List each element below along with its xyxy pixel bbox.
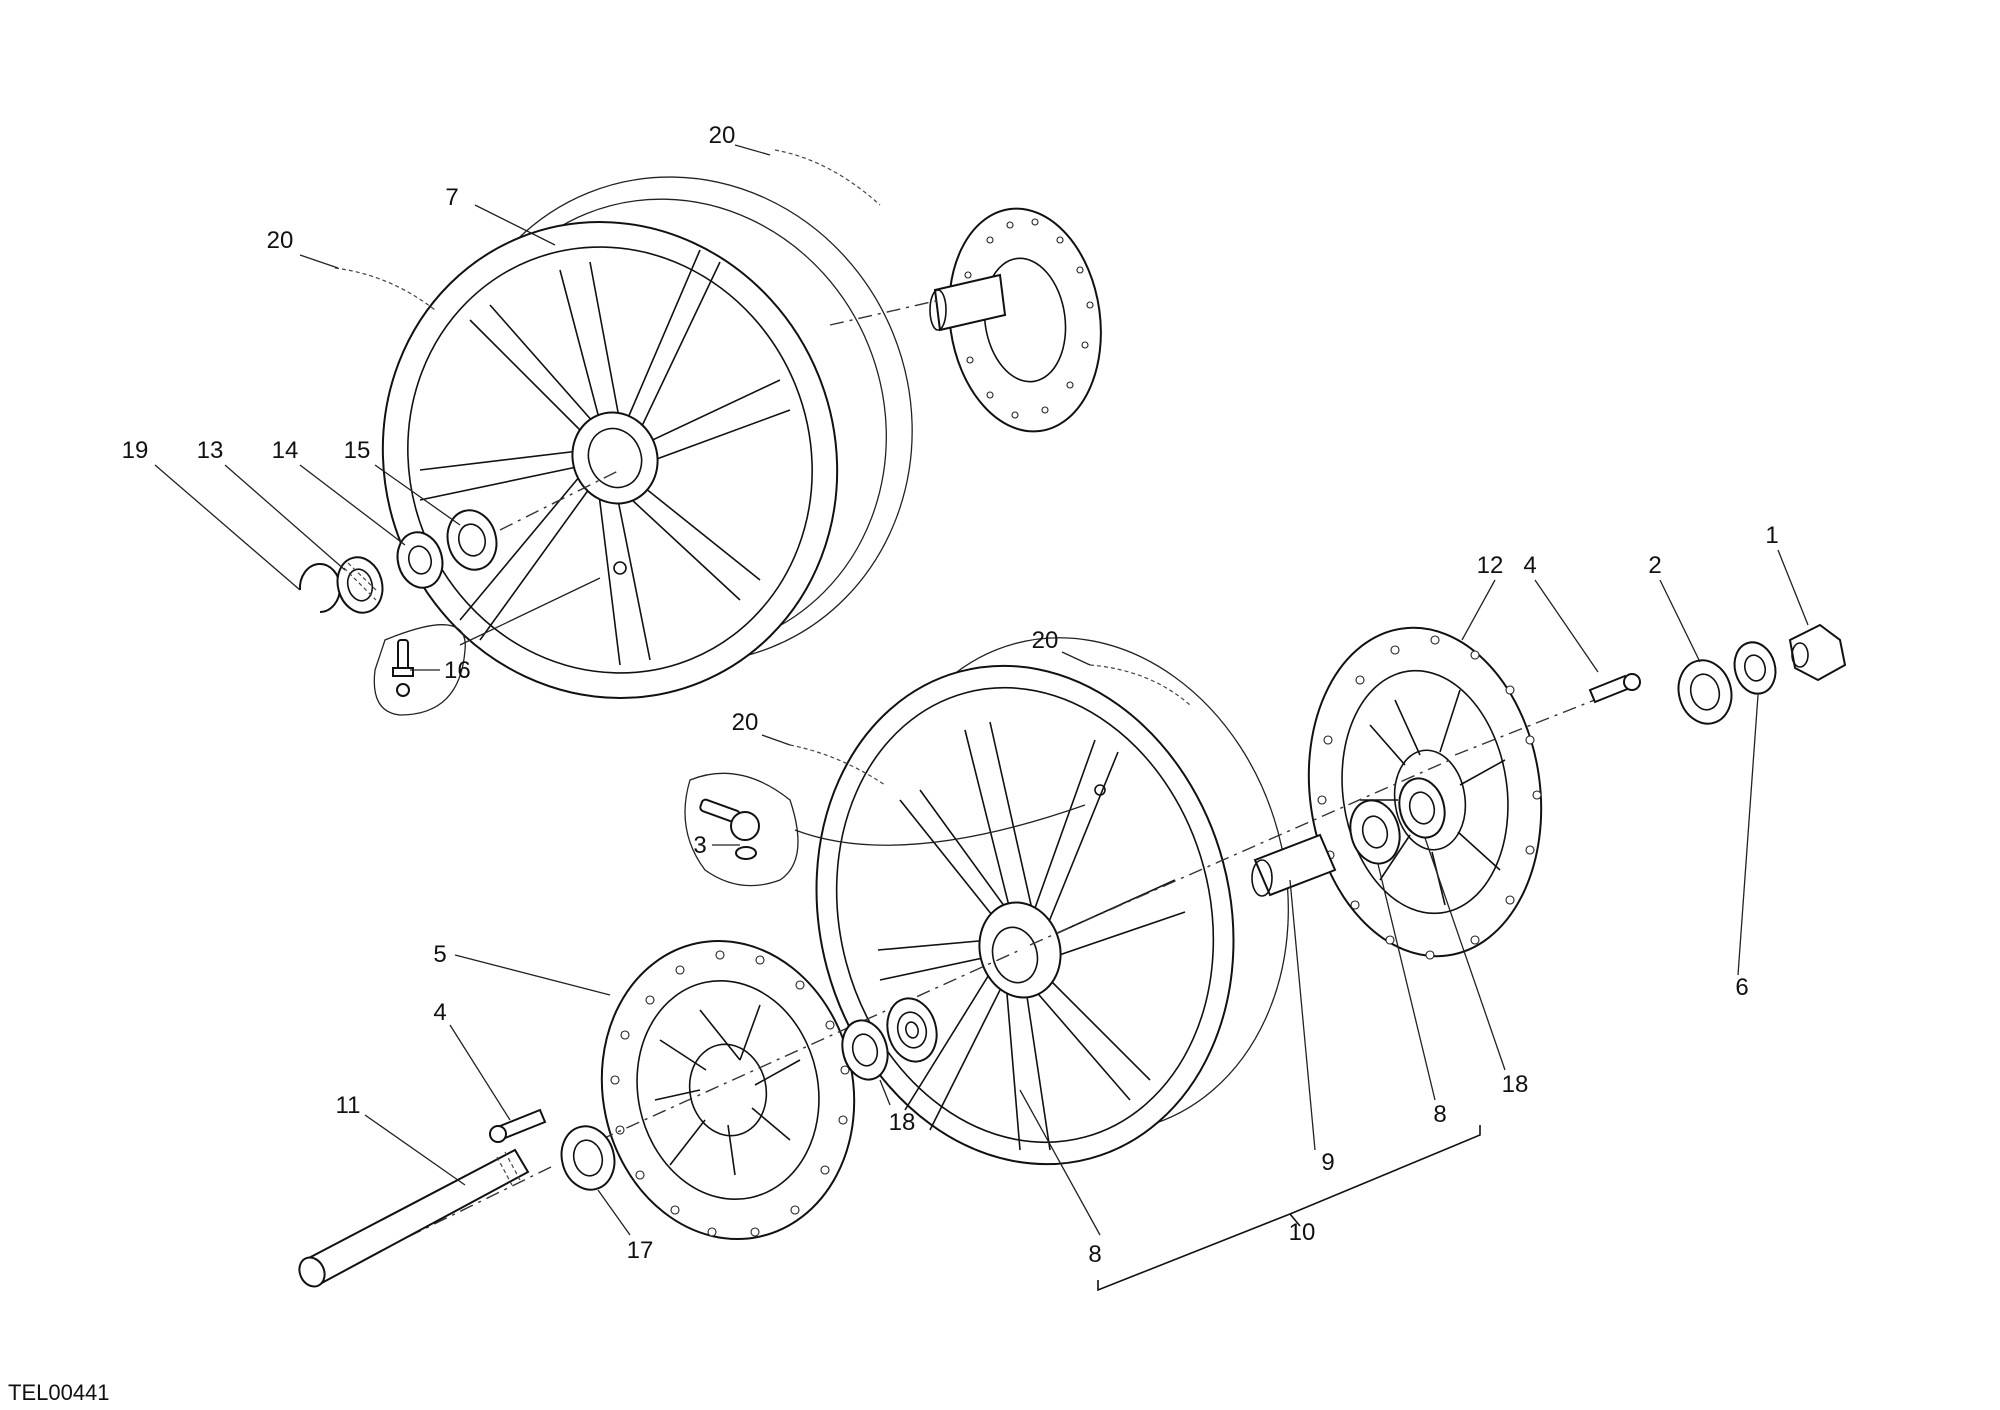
callout-1: 1 — [1765, 522, 1778, 549]
diagram-code: TEL00441 — [8, 1380, 110, 1405]
rear-hardware — [298, 469, 621, 716]
callout-15: 15 — [344, 437, 371, 464]
callout-16: 16 — [444, 657, 471, 684]
callout-9: 9 — [1321, 1149, 1334, 1176]
callout-20-top: 20 — [709, 122, 736, 149]
bearing-18-left — [886, 997, 938, 1063]
callout-20-left: 20 — [267, 227, 294, 254]
seal-18-left — [841, 1019, 889, 1081]
spacer-17 — [560, 1125, 616, 1191]
callout-7: 7 — [445, 184, 458, 211]
valve-inset-3 — [684, 772, 1086, 887]
callout-2: 2 — [1648, 552, 1661, 579]
ring-nut-13 — [336, 556, 384, 614]
callout-11: 11 — [336, 1092, 361, 1119]
balance-weights-20 — [334, 149, 1191, 786]
spacer-tube-9 — [1253, 833, 1337, 897]
callout-8-right: 8 — [1433, 1101, 1446, 1128]
leader-lines — [154, 144, 1809, 1236]
callout-3: 3 — [693, 832, 706, 859]
rear-wheel-assembly — [381, 176, 913, 699]
rear-brake-disc — [829, 207, 1102, 433]
callout-labels: 20 20 7 19 13 14 15 16 20 20 12 4 2 1 3 … — [122, 122, 1779, 1268]
front-left-brake-disc — [600, 939, 856, 1241]
callout-18-left: 18 — [889, 1109, 916, 1136]
valve-inset-16 — [373, 624, 466, 716]
callout-17: 17 — [627, 1237, 654, 1264]
callout-14: 14 — [272, 437, 299, 464]
axle-11 — [303, 1148, 530, 1287]
circlip-19 — [298, 563, 341, 613]
callout-10: 10 — [1289, 1219, 1316, 1246]
nut-1 — [1788, 623, 1847, 682]
washer-14 — [396, 531, 444, 589]
assembly-bracket-10 — [1097, 1125, 1481, 1292]
seal-18-right — [1398, 777, 1446, 839]
callout-4-left: 4 — [433, 999, 446, 1026]
callout-13: 13 — [197, 437, 224, 464]
callout-18-right: 18 — [1502, 1071, 1529, 1098]
callout-20-mid: 20 — [1032, 627, 1059, 654]
bearing-8-right — [1349, 799, 1401, 865]
callout-12: 12 — [1477, 552, 1504, 579]
callout-5: 5 — [433, 941, 446, 968]
washer-6 — [1733, 641, 1777, 695]
front-hardware — [298, 623, 1847, 1288]
callout-4-right: 4 — [1523, 552, 1536, 579]
spacer-2 — [1677, 659, 1733, 725]
callout-6: 6 — [1735, 974, 1748, 1001]
callout-19: 19 — [122, 437, 149, 464]
callout-20-mid-left: 20 — [732, 709, 759, 736]
callout-8-bottom: 8 — [1088, 1241, 1101, 1268]
